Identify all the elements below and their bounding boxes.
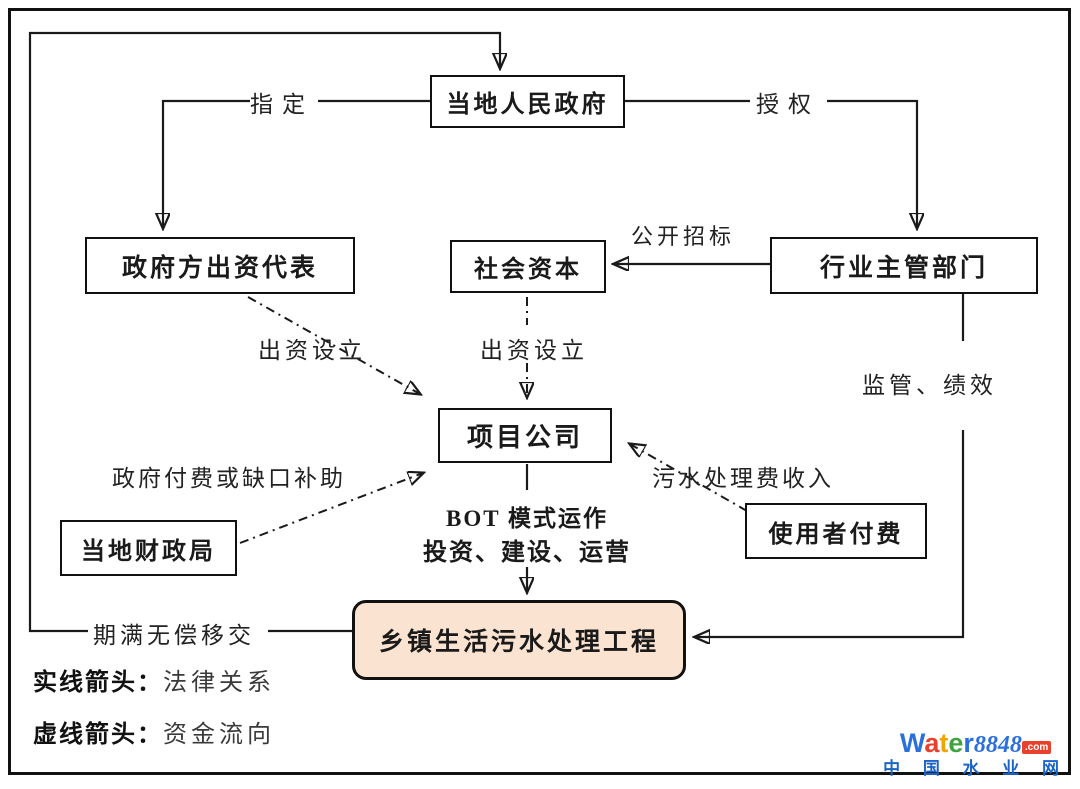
node-local-government-label: 当地人民政府: [446, 92, 609, 118]
node-sewage-treatment-project: 乡镇生活污水处理工程: [352, 600, 686, 680]
legend-solid-term: 实线箭头：: [33, 670, 163, 696]
logo-letter: a: [924, 727, 940, 758]
legend-solid-desc: 法律关系: [163, 670, 275, 696]
label-sewage-fee-income: 污水处理费收入: [652, 466, 834, 491]
edge-supervision-seg2: [695, 430, 965, 637]
node-industry-authority-label: 行业主管部门: [819, 254, 988, 282]
edge-authorize-seg2: [827, 99, 917, 228]
node-social-capital-label: 社会资本: [474, 257, 582, 283]
legend-dashed-arrow: 虚线箭头：资金流向: [33, 714, 275, 749]
node-user-payment: 使用者付费: [745, 503, 927, 559]
label-public-bidding: 公开招标: [631, 224, 736, 249]
label-bot-operation-line2: 投资、建设、运营: [423, 540, 631, 566]
node-local-finance-bureau-label: 当地财政局: [81, 538, 216, 565]
label-invest-establish-left: 出资设立: [258, 338, 366, 363]
legend-solid-arrow: 实线箭头：法律关系: [33, 662, 275, 697]
label-invest-establish-mid: 出资设立: [480, 338, 588, 363]
logo-wordmark: Water8848.com: [883, 729, 1068, 758]
edge-transfer-loop: [28, 31, 500, 633]
logo-letter: W: [899, 727, 925, 758]
label-transfer-on-expiry: 期满无偿移交: [93, 623, 255, 648]
logo-tld: .com: [1021, 740, 1052, 754]
label-bot-operation-line1: BOT 模式运作: [446, 506, 608, 531]
label-gov-payment-subsidy: 政府付费或缺口补助: [112, 466, 346, 491]
logo-letter: r: [963, 727, 974, 758]
logo-letter: t: [939, 727, 949, 758]
edge-fee-income: [630, 444, 748, 512]
logo-site-name: 中 国 水 业 网: [883, 759, 1068, 779]
label-authorize: 授权: [756, 92, 820, 117]
node-government-investor-rep: 政府方出资代表: [85, 237, 355, 294]
logo-letter: e: [948, 727, 964, 758]
label-supervision-performance: 监管、绩效: [862, 373, 997, 398]
node-government-investor-rep-label: 政府方出资代表: [121, 254, 318, 282]
node-local-finance-bureau: 当地财政局: [60, 520, 237, 576]
node-user-payment-label: 使用者付费: [768, 521, 904, 548]
node-social-capital: 社会资本: [450, 240, 606, 293]
water8848-logo: Water8848.com 中 国 水 业 网: [883, 729, 1068, 778]
node-sewage-treatment-project-label: 乡镇生活污水处理工程: [378, 629, 659, 656]
edge-designate-seg2: [163, 99, 250, 228]
logo-number: 8848: [973, 731, 1022, 758]
node-project-company-label: 项目公司: [466, 423, 583, 452]
node-industry-authority: 行业主管部门: [770, 237, 1038, 294]
label-designate: 指定: [250, 92, 314, 117]
legend-dashed-desc: 资金流向: [163, 722, 275, 748]
node-local-government: 当地人民政府: [430, 75, 625, 128]
edge-invest-left: [247, 296, 420, 394]
node-project-company: 项目公司: [438, 408, 612, 463]
legend-dashed-term: 虚线箭头：: [33, 722, 163, 748]
